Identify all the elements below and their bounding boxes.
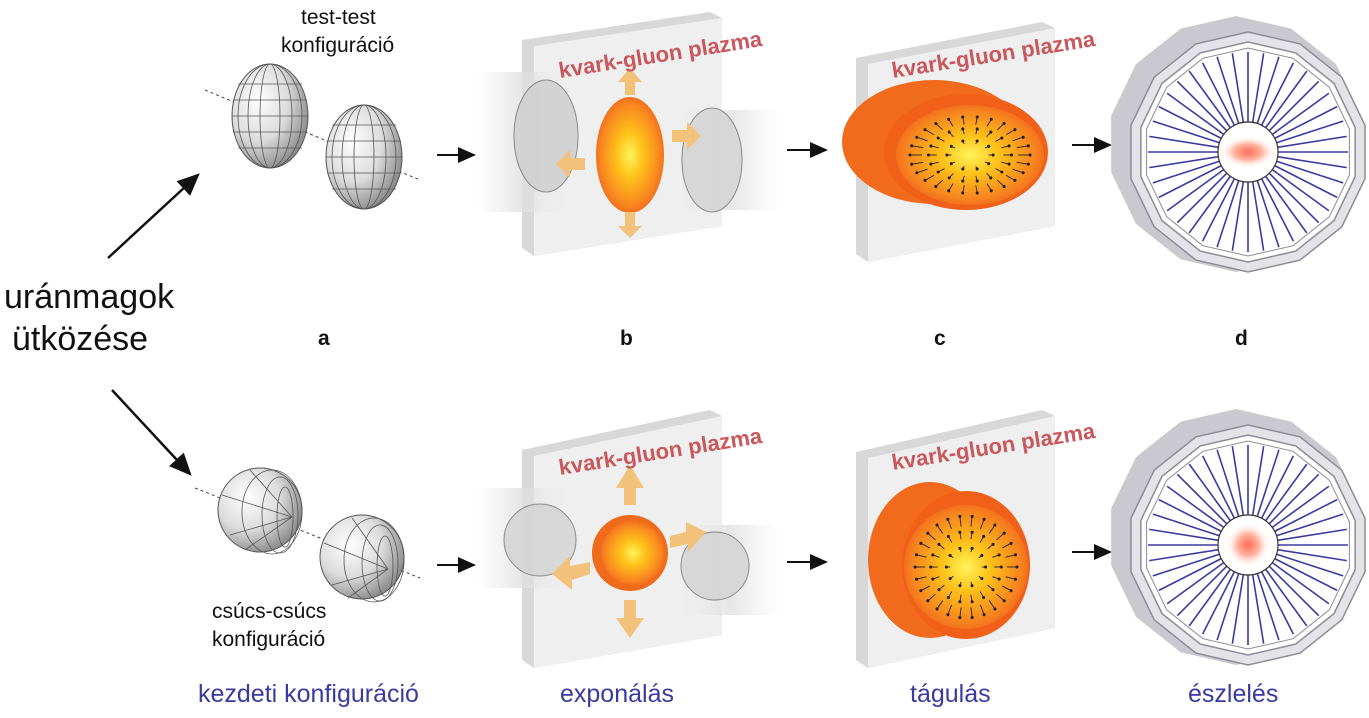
expansion-top: kvark-gluon plazma [842, 22, 1097, 262]
arrow-to-bottom-config [111, 389, 192, 476]
bottom-config-label-line-1: csúcs-csúcs [212, 600, 327, 623]
top-config-label-line-2: konfiguráció [281, 34, 395, 57]
caption-detection: észlelés [1188, 680, 1279, 708]
main-label-line-1: uránmagok [4, 278, 175, 316]
panel-letter-c: c [934, 327, 946, 350]
caption-exposure: exponálás [560, 680, 674, 708]
panel-letter-b: b [620, 327, 633, 350]
expansion-bottom: kvark-gluon plazma [856, 410, 1097, 668]
caption-initial: kezdeti konfiguráció [198, 680, 419, 708]
detector-bottom [1111, 409, 1366, 666]
panel-letter-a: a [318, 327, 330, 350]
caption-expansion: tágulás [910, 680, 991, 708]
main-label-line-2: ütközése [12, 320, 149, 358]
exposure-bottom: kvark-gluon plazma [476, 410, 780, 668]
detector-top [1111, 16, 1366, 273]
exposure-top: kvark-gluon plazma [476, 12, 780, 256]
arrow-to-top-config [107, 173, 200, 259]
bottom-nuclei [194, 467, 421, 603]
panel-letter-d: d [1235, 327, 1248, 350]
bottom-config-label-line-2: konfiguráció [212, 628, 326, 651]
top-nuclei [204, 63, 421, 210]
top-config-label-line-1: test-test [301, 6, 376, 29]
